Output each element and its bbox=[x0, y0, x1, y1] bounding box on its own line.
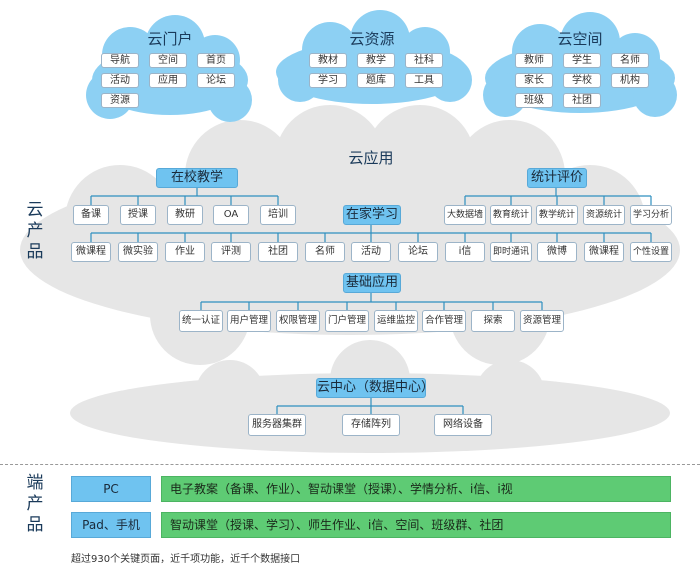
resource-item: 社科 bbox=[405, 53, 443, 68]
base-app-header: 基础应用 bbox=[343, 273, 401, 293]
home-item: 活动 bbox=[351, 242, 391, 262]
stats-item: 大数据墙 bbox=[444, 205, 486, 225]
school-item: 培训 bbox=[260, 205, 296, 225]
space-item: 机构 bbox=[611, 73, 649, 88]
home-item: 微实验 bbox=[118, 242, 158, 262]
home-item: 评测 bbox=[211, 242, 251, 262]
resource-item: 题库 bbox=[357, 73, 395, 88]
home-item: 微课程 bbox=[71, 242, 111, 262]
base-item: 统一认证 bbox=[179, 310, 223, 332]
stats-header: 统计评价 bbox=[527, 168, 587, 188]
home-item: 微课程 bbox=[584, 242, 624, 262]
portal-item: 导航 bbox=[101, 53, 139, 68]
center-item: 网络设备 bbox=[434, 414, 492, 436]
school-item: 备课 bbox=[73, 205, 109, 225]
space-item: 名师 bbox=[611, 53, 649, 68]
base-item: 门户管理 bbox=[325, 310, 369, 332]
resource-item: 教材 bbox=[309, 53, 347, 68]
gray-cloud-center bbox=[70, 340, 670, 453]
portal-item: 首页 bbox=[197, 53, 235, 68]
base-item: 探索 bbox=[471, 310, 515, 332]
center-item: 服务器集群 bbox=[248, 414, 306, 436]
space-item: 学校 bbox=[563, 73, 601, 88]
school-item: OA bbox=[213, 205, 249, 225]
school-item: 教研 bbox=[167, 205, 203, 225]
terminal-pc-desc: 电子教案（备课、作业）、智动课堂（授课）、学情分析、i信、i视 bbox=[161, 476, 671, 502]
base-item: 资源管理 bbox=[520, 310, 564, 332]
space-item: 班级 bbox=[515, 93, 553, 108]
resource-item: 工具 bbox=[405, 73, 443, 88]
base-item: 用户管理 bbox=[227, 310, 271, 332]
base-item: 运维监控 bbox=[374, 310, 418, 332]
school-teaching-header: 在校教学 bbox=[156, 168, 238, 188]
home-item: 个性设置 bbox=[630, 242, 672, 262]
portal-item: 论坛 bbox=[197, 73, 235, 88]
home-item: 微博 bbox=[537, 242, 577, 262]
footer-note: 超过930个关键页面，近千项功能，近千个数据接口 bbox=[71, 554, 301, 565]
space-item: 家长 bbox=[515, 73, 553, 88]
cloud-product-label: 云产品 bbox=[24, 200, 46, 263]
home-item: 名师 bbox=[305, 242, 345, 262]
portal-item: 空间 bbox=[149, 53, 187, 68]
portal-item: 资源 bbox=[101, 93, 139, 108]
school-item: 授课 bbox=[120, 205, 156, 225]
connectors bbox=[90, 188, 652, 414]
space-item: 社团 bbox=[563, 93, 601, 108]
terminal-product-label-text: 端产品 bbox=[26, 473, 44, 535]
section-divider bbox=[0, 464, 700, 465]
resource-item: 学习 bbox=[309, 73, 347, 88]
base-item: 合作管理 bbox=[422, 310, 466, 332]
base-item: 权限管理 bbox=[276, 310, 320, 332]
resource-item: 教学 bbox=[357, 53, 395, 68]
cloud-space-title: 云空间 bbox=[557, 30, 603, 48]
cloud-center-header: 云中心（数据中心） bbox=[316, 378, 434, 398]
stats-item: 教学统计 bbox=[536, 205, 578, 225]
portal-item: 活动 bbox=[101, 73, 139, 88]
home-item: 社团 bbox=[258, 242, 298, 262]
terminal-mobile-label: Pad、手机 bbox=[71, 512, 151, 538]
space-item: 教师 bbox=[515, 53, 553, 68]
terminal-product-label: 端产品 bbox=[24, 473, 46, 536]
stats-item: 资源统计 bbox=[583, 205, 625, 225]
terminal-pc-label: PC bbox=[71, 476, 151, 502]
cloud-app-title: 云应用 bbox=[348, 149, 394, 167]
terminal-mobile-desc: 智动课堂（授课、学习）、师生作业、i信、空间、班级群、社团 bbox=[161, 512, 671, 538]
stats-item: 学习分析 bbox=[630, 205, 672, 225]
cloud-portal-title: 云门户 bbox=[147, 30, 193, 48]
center-item: 存储阵列 bbox=[342, 414, 400, 436]
home-item: i信 bbox=[445, 242, 485, 262]
space-item: 学生 bbox=[563, 53, 601, 68]
home-study-header: 在家学习 bbox=[343, 205, 401, 225]
portal-item: 应用 bbox=[149, 73, 187, 88]
stats-item: 教育统计 bbox=[490, 205, 532, 225]
home-item: 即时通讯 bbox=[490, 242, 532, 262]
home-item: 作业 bbox=[165, 242, 205, 262]
cloud-resource-title: 云资源 bbox=[349, 30, 395, 48]
home-item: 论坛 bbox=[398, 242, 438, 262]
cloud-product-label-text: 云产品 bbox=[26, 200, 44, 262]
